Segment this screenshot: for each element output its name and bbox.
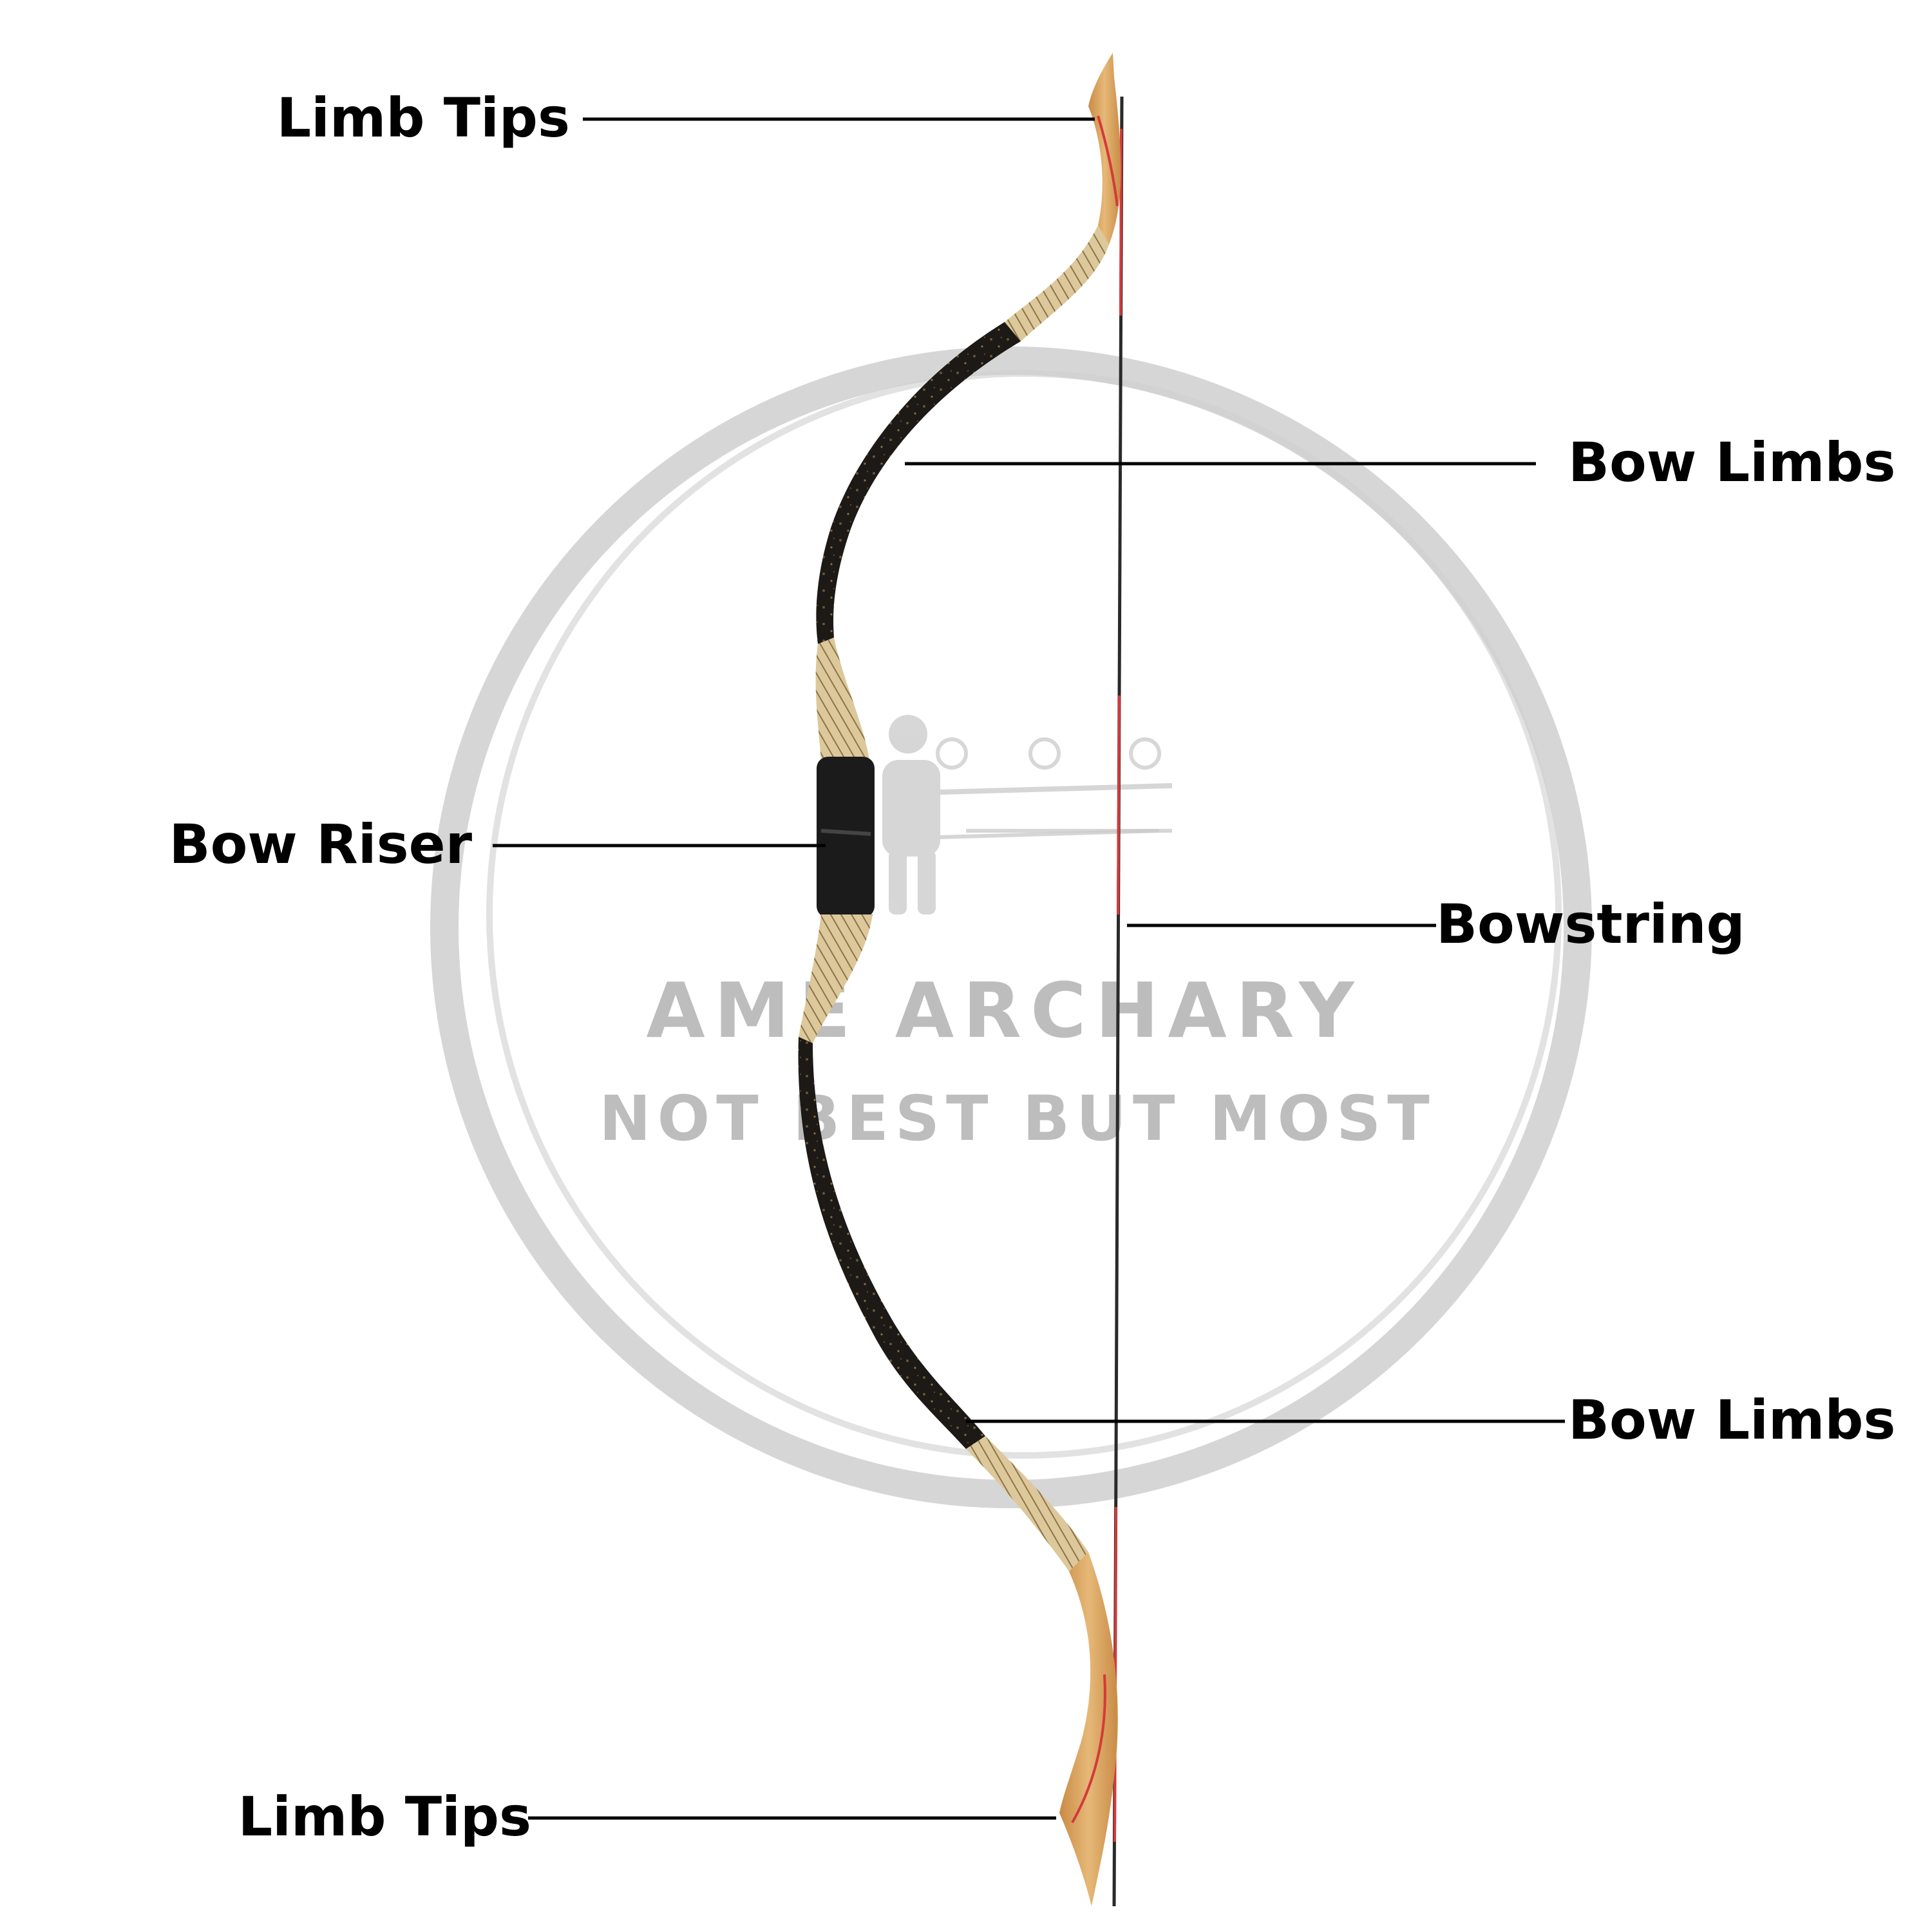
target-icons — [936, 737, 1172, 833]
lower-limb-wrap — [966, 1436, 1088, 1571]
riser-upper-wrap — [815, 638, 869, 760]
lower-limb — [798, 1037, 985, 1449]
watermark-brand: AME ARCHARY — [646, 966, 1363, 1055]
lower-tip-notch — [1052, 1802, 1062, 1823]
bowstring-red-mid — [1117, 695, 1121, 915]
label-bow-limbs-lower: Bow Limbs — [1568, 1388, 1896, 1452]
riser-lower-wrap — [799, 914, 873, 1043]
part-labels: Limb Tips Bow Limbs Bow Riser Bowstring … — [169, 86, 1896, 1848]
label-limb-tips-bottom: Limb Tips — [238, 1785, 531, 1848]
watermark: AME ARCHARY NOT BEST BUT MOST — [430, 346, 1592, 1508]
lower-limb-tip — [1059, 1552, 1118, 1906]
archer-icon — [882, 715, 1173, 914]
bow — [798, 53, 1124, 1907]
leader-lines — [493, 117, 1565, 1820]
watermark-ring — [430, 346, 1592, 1508]
riser-grip-shading — [820, 829, 871, 836]
riser-grip — [817, 757, 875, 918]
upper-limb-wrap — [1005, 225, 1109, 341]
label-bowstring: Bowstring — [1436, 893, 1745, 956]
watermark-tagline: NOT BEST BUT MOST — [599, 1083, 1435, 1155]
watermark-ring-inner — [486, 370, 1562, 1459]
upper-limb-tip — [1088, 53, 1121, 245]
label-bow-riser: Bow Riser — [169, 813, 473, 876]
label-bow-limbs-upper: Bow Limbs — [1568, 431, 1896, 494]
upper-tip-string-accent — [1097, 115, 1119, 207]
upper-limb — [816, 322, 1021, 644]
lower-tip-string-accent — [1071, 1674, 1106, 1823]
label-limb-tips-top: Limb Tips — [277, 86, 570, 149]
